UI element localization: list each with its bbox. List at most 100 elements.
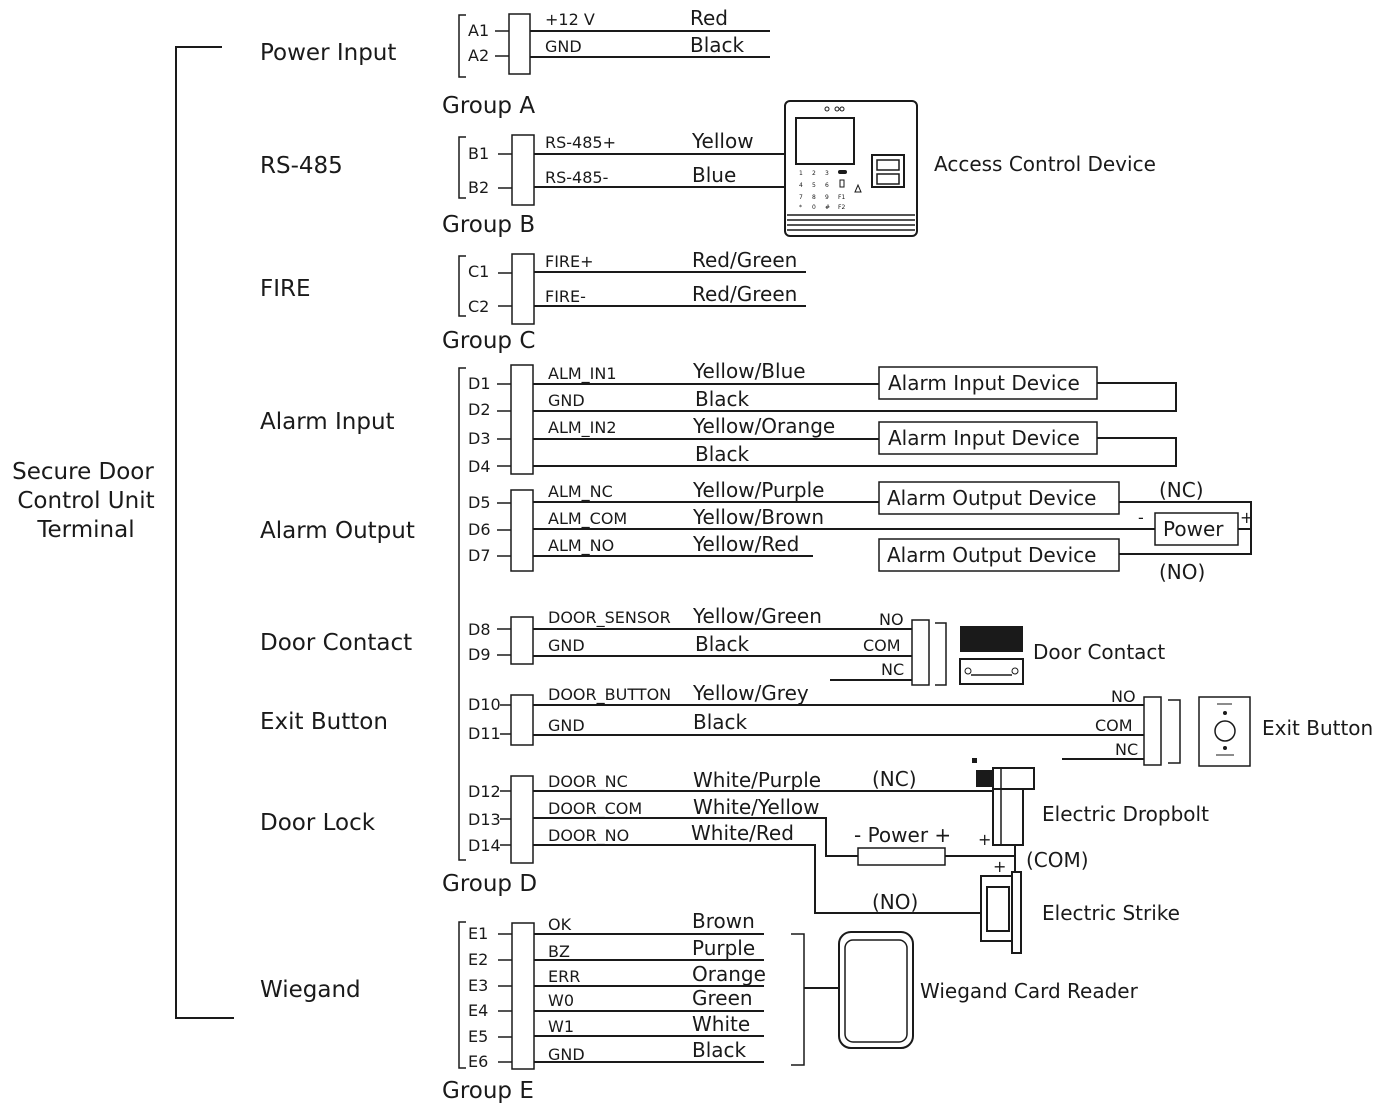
alarm-output-terminal-block	[510, 489, 534, 572]
group-b-label: Group B	[442, 212, 535, 238]
keypad-key-3: 3	[825, 170, 829, 177]
door-contact-connector	[911, 619, 930, 686]
terminal-title-line-2: Control Unit	[17, 488, 154, 514]
wire-d2	[533, 382, 1177, 412]
pin-e6: E6	[468, 1052, 488, 1071]
group-c-terminal-block	[511, 253, 535, 325]
pin-b1: B1	[468, 144, 489, 163]
signal-alm-nc: ALM_NC	[548, 482, 613, 502]
alarm-input-device-1-label: Alarm Input Device	[888, 371, 1080, 395]
keypad-key-8: 8	[812, 194, 816, 201]
wiegand-card-reader-icon	[838, 931, 914, 1049]
wire-color-c2: Red/Green	[692, 282, 797, 306]
wire-d4	[533, 437, 1177, 467]
alarm-output-power-label: Power	[1163, 517, 1224, 541]
door-contact-terminal-block	[510, 616, 534, 665]
alarm-input-terminal-block	[510, 364, 534, 475]
wiegand-card-reader-label: Wiegand Card Reader	[920, 979, 1139, 1003]
signal-w0: W0	[548, 991, 574, 1010]
pin-d14: D14	[468, 836, 501, 855]
pin-e3: E3	[468, 976, 488, 995]
wire-color-d14: White/Red	[691, 821, 794, 845]
alarm-input-device-2	[878, 421, 1098, 455]
group-b-terminal-block	[511, 134, 535, 206]
pin-c2: C2	[468, 297, 489, 316]
alarm-input-device-1	[878, 366, 1098, 400]
signal-alm-in1: ALM_IN1	[548, 364, 617, 384]
section-alarm-input: Alarm Input	[260, 409, 395, 435]
group-c-bracket	[458, 255, 466, 317]
pin-d12: D12	[468, 782, 501, 801]
signal-alm-in2: ALM_IN2	[548, 418, 617, 438]
group-d-label: Group D	[442, 871, 537, 897]
group-c-label: Group C	[442, 328, 535, 354]
wire-color-d13: White/Yellow	[693, 795, 819, 819]
door-lock-power-label: - Power +	[854, 823, 951, 847]
signal-fire-plus: FIRE+	[545, 252, 594, 271]
door-contact-sensor-icon	[959, 626, 1024, 685]
keypad-key-0: 0	[812, 204, 816, 211]
pin-d10: D10	[468, 695, 501, 714]
exit-button-connector	[1143, 696, 1162, 766]
door-lock-terminal-block	[510, 775, 534, 864]
group-a-bracket	[458, 14, 466, 78]
pin-d11: D11	[468, 724, 501, 743]
wire-color-d12: White/Purple	[693, 768, 821, 792]
exit-button-icon	[1198, 696, 1251, 767]
group-a-label: Group A	[442, 93, 535, 119]
wire-color-a1: Red	[690, 6, 728, 30]
wire-color-d11: Black	[693, 710, 748, 734]
pin-d3: D3	[468, 429, 491, 448]
pin-e4: E4	[468, 1001, 488, 1020]
alarm-output-power-box	[1154, 512, 1239, 546]
access-control-device-icon: 1 2 3 4 5 6 7 8 9 * 0 # F1 F2	[784, 100, 918, 237]
pin-d13: D13	[468, 810, 501, 829]
wire-color-a2: Black	[690, 33, 745, 57]
alarm-output-power-minus: -	[1138, 508, 1144, 527]
alarm-output-device-1-label: Alarm Output Device	[887, 486, 1096, 510]
signal-fire-minus: FIRE-	[545, 287, 586, 306]
wire-color-d1: Yellow/Blue	[692, 359, 806, 383]
alarm-input-device-2-label: Alarm Input Device	[888, 426, 1080, 450]
wire-color-e1: Brown	[692, 909, 755, 933]
door-lock-com-label: (COM)	[1026, 848, 1089, 872]
signal-alm-no: ALM_NO	[548, 536, 614, 556]
wire-color-e5: White	[692, 1012, 750, 1036]
pin-d1: D1	[468, 374, 491, 393]
wire-d13	[533, 817, 858, 857]
wire-color-d7: Yellow/Red	[692, 532, 799, 556]
section-fire: FIRE	[260, 276, 311, 302]
wire-color-c1: Red/Green	[692, 248, 797, 272]
pin-d4: D4	[468, 457, 491, 476]
alarm-output-device-2	[878, 538, 1120, 572]
alarm-output-no-label: (NO)	[1159, 560, 1205, 584]
door-contact-device-label: Door Contact	[1033, 640, 1165, 664]
door-contact-com: COM	[863, 636, 901, 655]
keypad-key-7: 7	[799, 194, 803, 201]
signal-door-com: DOOR_COM	[548, 799, 642, 819]
wire-color-d8: Yellow/Green	[692, 604, 822, 628]
signal-rs485-plus: RS-485+	[545, 133, 616, 152]
keypad-key-star: *	[799, 204, 802, 211]
pin-d7: D7	[468, 546, 491, 565]
signal-door-nc: DOOR_NC	[548, 772, 628, 792]
wire-color-d2: Black	[695, 387, 750, 411]
exit-button-terminal-block	[510, 694, 534, 746]
keypad-key-9: 9	[825, 194, 829, 201]
section-exit-button: Exit Button	[260, 709, 388, 735]
pin-d6: D6	[468, 520, 491, 539]
exit-button-nc: NC	[1115, 740, 1138, 759]
alarm-output-nc-label: (NC)	[1159, 478, 1204, 502]
group-e-bracket	[458, 921, 466, 1069]
terminal-title-line-3: Terminal	[36, 517, 134, 543]
keypad-key-f2: F2	[838, 204, 845, 211]
signal-gnd-d2: GND	[548, 391, 585, 410]
signal-door-no: DOOR_NO	[548, 826, 629, 846]
keypad-key-hash: #	[825, 204, 830, 211]
alarm-output-device-2-label: Alarm Output Device	[887, 543, 1096, 567]
wire-color-d5: Yellow/Purple	[692, 478, 824, 502]
door-lock-nc-label: (NC)	[872, 767, 917, 791]
wiegand-bracket	[791, 933, 805, 1066]
section-door-contact: Door Contact	[260, 630, 412, 656]
